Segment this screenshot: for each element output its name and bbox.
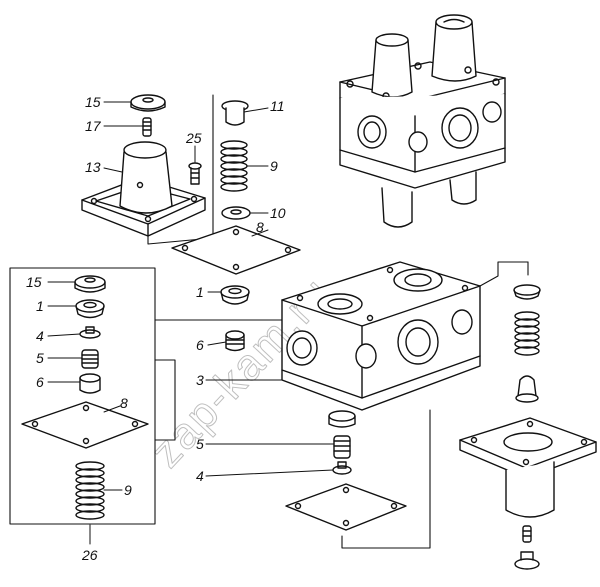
callout-15-top: 15 (85, 94, 101, 110)
top-housing-group (81, 94, 214, 245)
valve-body-3 (281, 261, 529, 411)
callout-26: 26 (81, 547, 98, 563)
leader-lines (47, 101, 335, 545)
callout-9-box: 9 (124, 482, 132, 498)
callout-1-box: 1 (36, 298, 44, 314)
callout-8-box: 8 (120, 395, 128, 411)
lower-center-parts (285, 409, 431, 549)
callout-17: 17 (85, 118, 102, 134)
callout-4-low: 4 (196, 468, 204, 484)
callout-10: 10 (270, 205, 286, 221)
callout-13: 13 (85, 159, 101, 175)
callout-1-mid: 1 (196, 284, 204, 300)
mid-parts (220, 285, 250, 352)
right-stack (459, 261, 597, 570)
boxed-group (9, 267, 283, 525)
right-spring (514, 311, 540, 356)
callout-8-top: 8 (256, 219, 264, 235)
callout-11: 11 (270, 98, 285, 114)
callout-4-box: 4 (36, 328, 44, 344)
callout-6-box: 6 (36, 374, 44, 390)
callout-5-low: 5 (196, 436, 204, 452)
callout-15-box: 15 (26, 274, 42, 290)
top-middle-stack (171, 100, 301, 275)
spring-9 (220, 140, 248, 192)
callout-9-top: 9 (270, 158, 278, 174)
callout-3: 3 (196, 372, 204, 388)
assembled-valve (339, 14, 506, 228)
callout-5-box: 5 (36, 350, 44, 366)
callout-labels: 15 17 13 25 11 9 10 8 1 6 3 5 4 15 1 4 5… (26, 94, 286, 563)
callout-6-mid: 6 (196, 337, 204, 353)
boxed-spring (75, 461, 105, 520)
callout-25: 25 (185, 130, 202, 146)
